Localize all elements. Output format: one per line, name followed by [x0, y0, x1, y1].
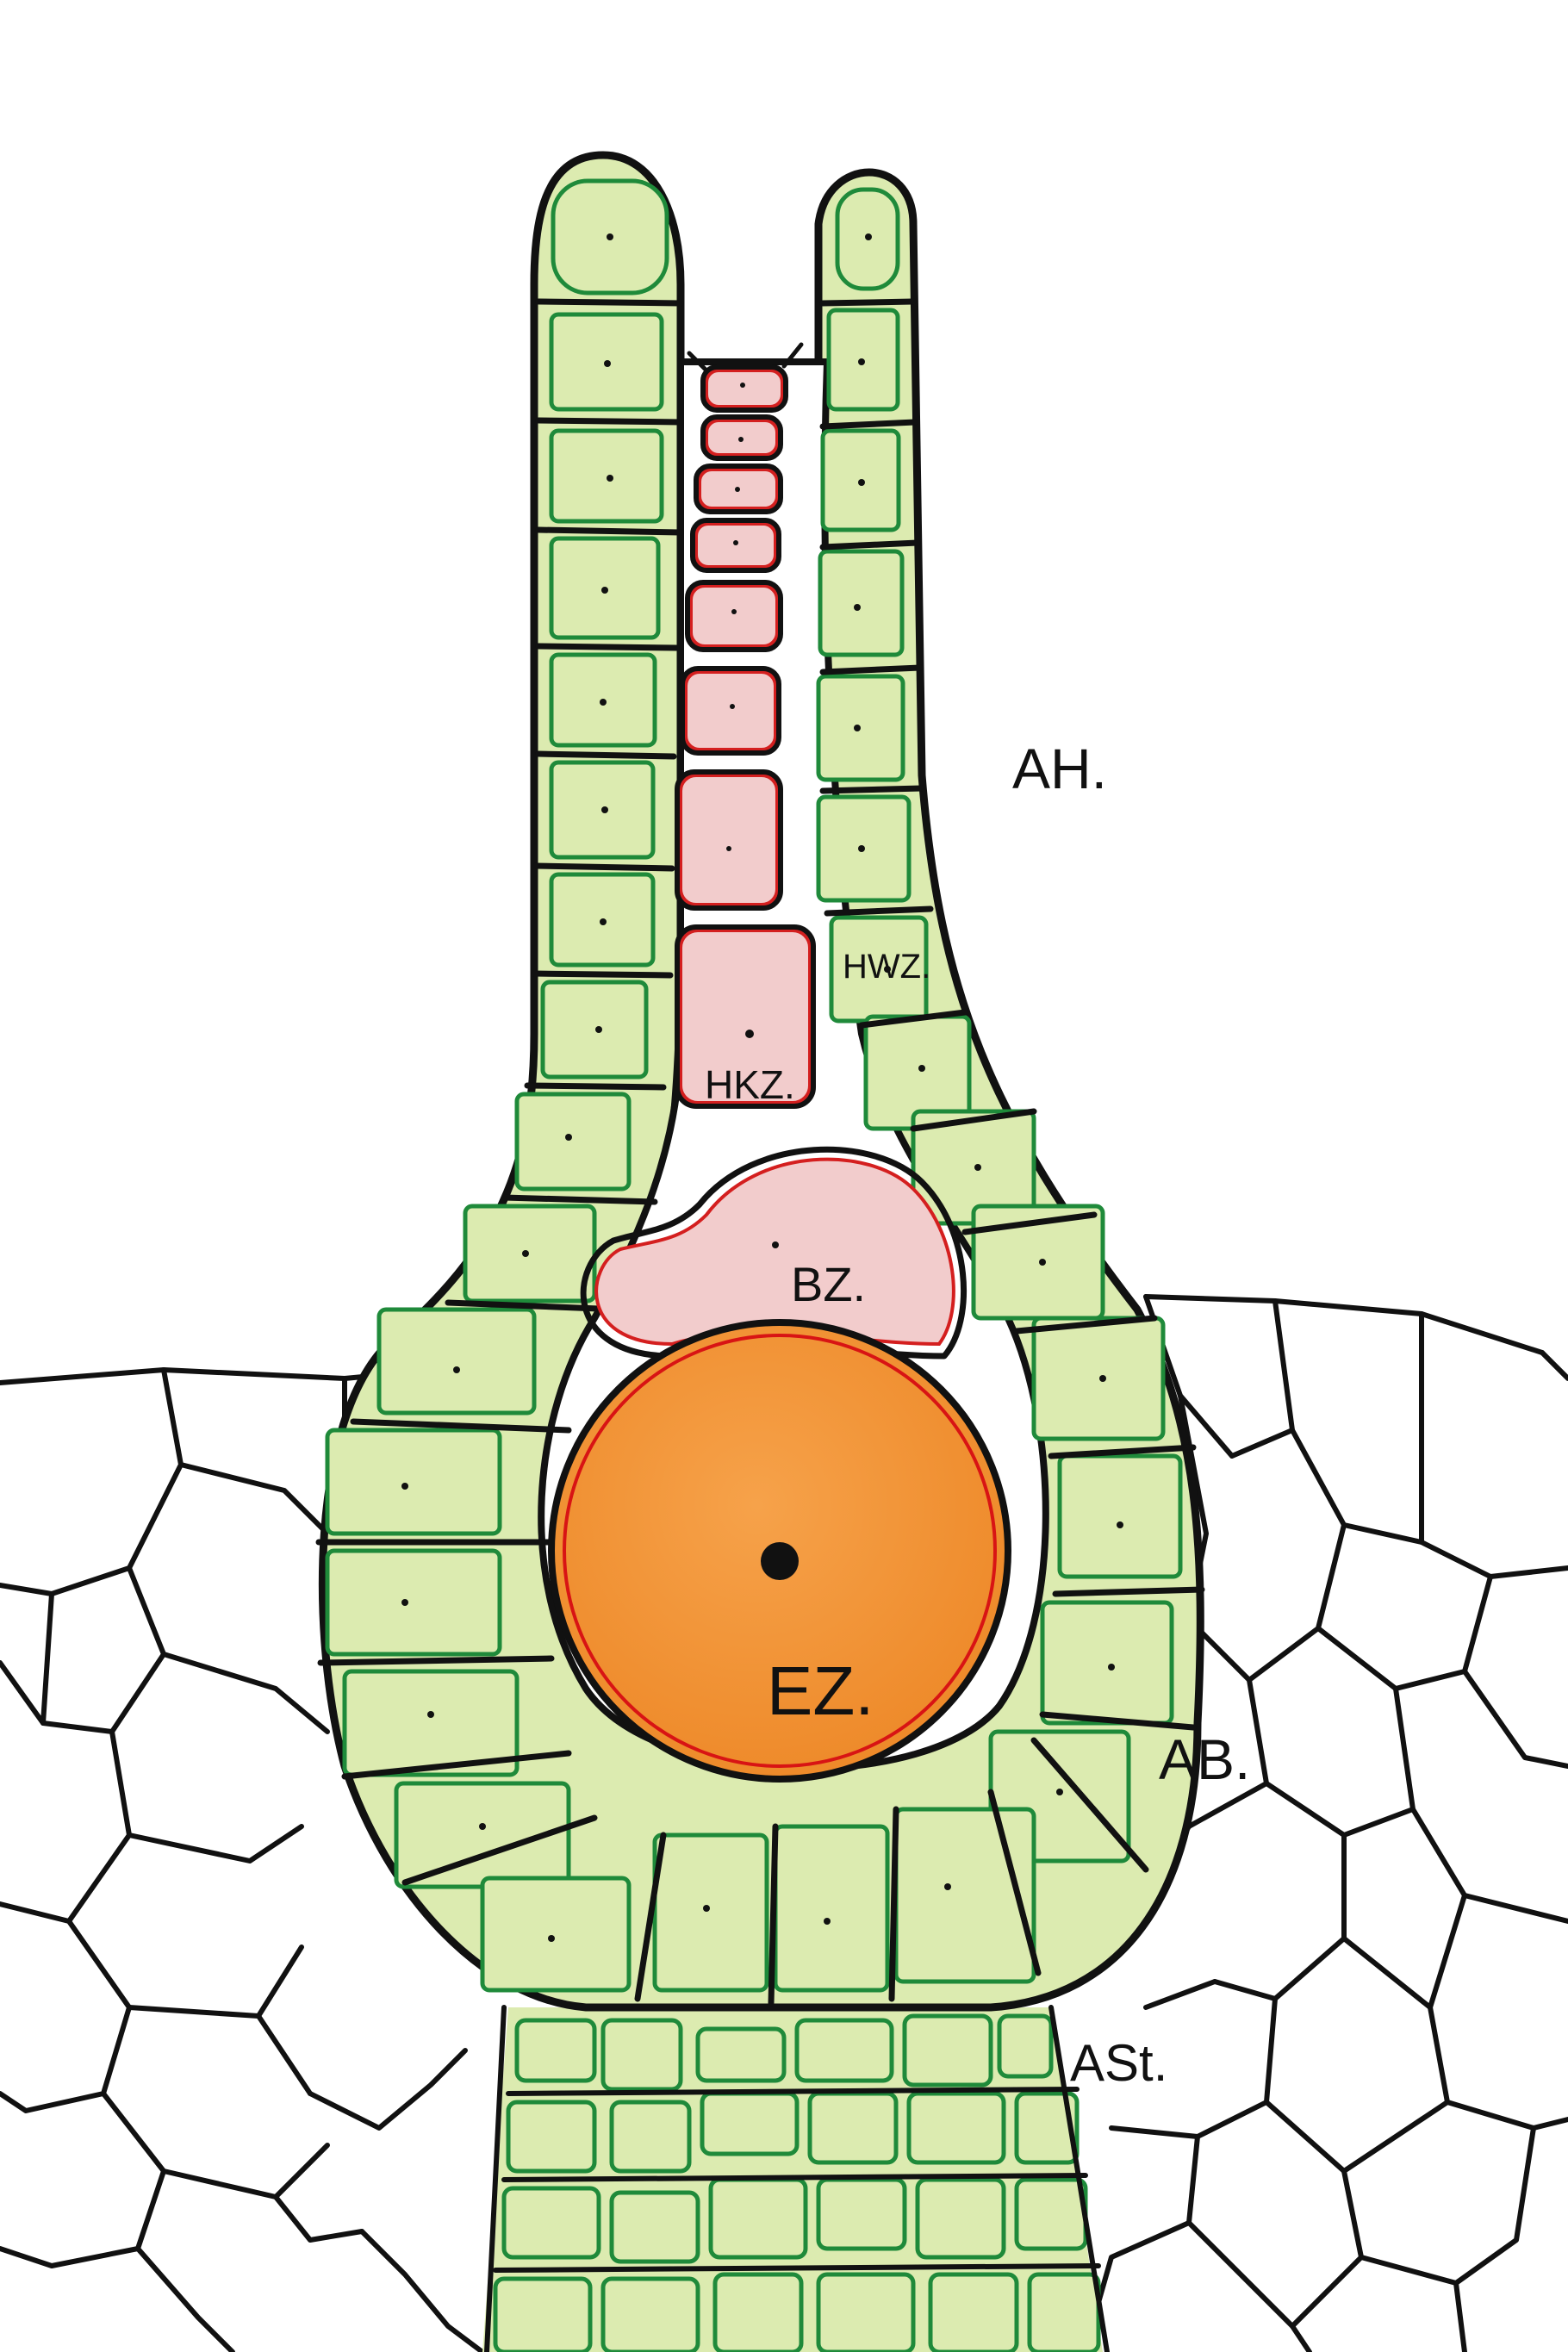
egg-nucleus — [761, 1542, 799, 1580]
egg-cell — [548, 1319, 1011, 1783]
label-archegonium-neck: AH. — [1012, 737, 1107, 800]
label-egg-cell: EZ. — [767, 1652, 874, 1729]
surrounding-tissue — [0, 1294, 1568, 2352]
label-neck-canal-cell: HKZ. — [705, 1062, 795, 1107]
label-archegonium-venter: AB. — [1159, 1727, 1250, 1791]
label-archegonium-stalk: ASt. — [1070, 2034, 1167, 2092]
neck-canal-cells — [675, 342, 816, 1109]
label-neck-wall-cell: HWZ. — [843, 948, 930, 986]
label-ventral-canal-cell: BZ. — [791, 1257, 866, 1311]
archegonium-stalk — [482, 2005, 1110, 2352]
